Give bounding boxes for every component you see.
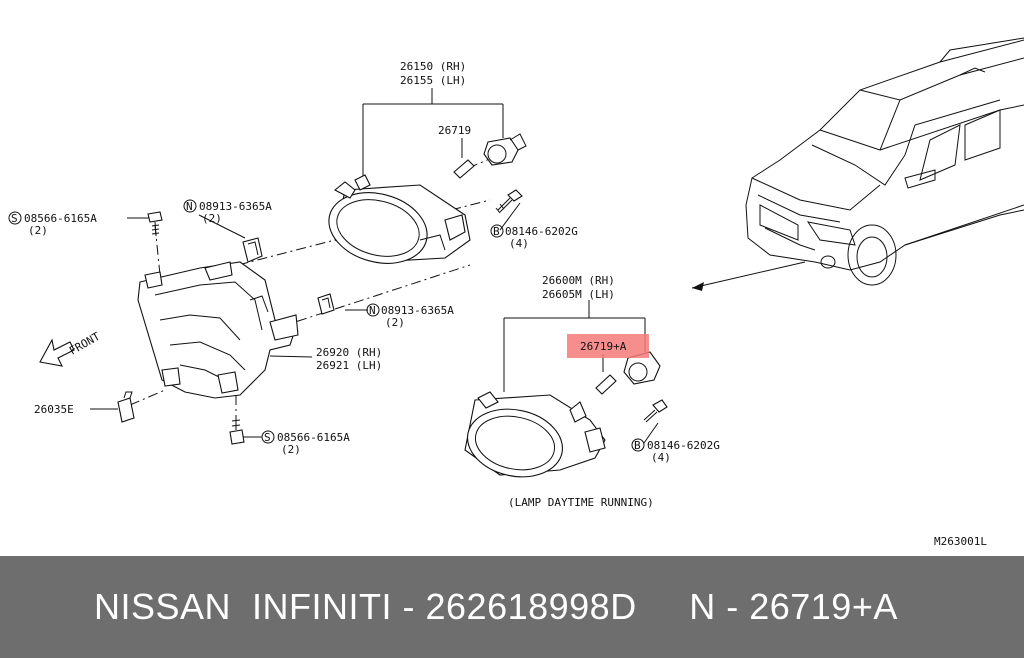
bracket: [137, 261, 299, 399]
badge-nut-lower: N: [366, 303, 380, 317]
svg-text:S: S: [264, 431, 271, 444]
location-arrowhead: [692, 282, 704, 291]
location-pointer-line: [691, 261, 806, 289]
svg-text:N: N: [186, 200, 193, 213]
label-clip: 26035E: [34, 403, 74, 416]
nut-lower: [317, 293, 335, 315]
badge-screw-upper: S: [8, 211, 22, 225]
bulb-upper: [453, 133, 527, 179]
fog-lamp-upper: [328, 174, 471, 264]
label-bolt-lower-qty: (4): [651, 451, 671, 464]
label-nut-lower: 08913-6365A: [381, 304, 454, 317]
label-bulb-lower: 26719+A: [580, 340, 627, 353]
label-bolt-upper-qty: (4): [509, 237, 529, 250]
label-bracket-lh: 26921 (LH): [316, 359, 382, 372]
bolt-upper: [495, 189, 523, 214]
svg-text:N: N: [369, 304, 376, 317]
label-fog-lamp-lh: 26155 (LH): [400, 74, 466, 87]
label-screw-lower: 08566-6165A: [277, 431, 350, 444]
label-nut-upper: 08913-6365A: [199, 200, 272, 213]
svg-text:B: B: [634, 439, 641, 452]
badge-nut-upper: N: [183, 199, 197, 213]
label-fog-lamp-rh: 26150 (RH): [400, 60, 466, 73]
leader-lines: [90, 88, 659, 444]
badge-bolt-lower: B: [631, 438, 645, 452]
label-bolt-lower: 08146-6202G: [647, 439, 720, 452]
parts-diagram-svg: FRONT S N B N S B 26150 (RH) 26155 (LH) …: [8, 37, 1024, 548]
svg-text:S: S: [11, 212, 18, 225]
screw-upper: [147, 211, 163, 237]
label-nut-lower-qty: (2): [385, 316, 405, 329]
vehicle-illustration: [745, 37, 1024, 286]
nut-upper: [242, 237, 263, 263]
badge-screw-lower: S: [261, 430, 275, 444]
label-bulb-upper: 26719: [438, 124, 471, 137]
screw-lower: [229, 415, 245, 445]
front-label: FRONT: [67, 330, 103, 358]
badge-bolt-upper: B: [490, 224, 504, 238]
label-screw-lower-qty: (2): [281, 443, 301, 456]
footer-bar: NISSAN INFINITI - 262618998D N - 26719+A: [0, 556, 1024, 658]
diagram-code: M263001L: [934, 535, 987, 548]
part-number-caption: NISSAN INFINITI - 262618998D N - 26719+A: [94, 586, 898, 627]
front-arrow: FRONT: [39, 330, 103, 367]
bulb-lower: [595, 351, 661, 395]
label-bolt-upper: 08146-6202G: [505, 225, 578, 238]
highlight-box: [567, 334, 649, 358]
svg-text:B: B: [493, 225, 500, 238]
label-nut-upper-qty: (2): [202, 212, 222, 225]
label-drl-lh: 26605M (LH): [542, 288, 615, 301]
clip: [117, 391, 135, 423]
label-screw-upper: 08566-6165A: [24, 212, 97, 225]
drl-caption: (LAMP DAYTIME RUNNING): [508, 496, 654, 509]
bolt-lower: [643, 399, 668, 423]
drl-lamp: [464, 391, 606, 478]
label-screw-upper-qty: (2): [28, 224, 48, 237]
label-bracket-rh: 26920 (RH): [316, 346, 382, 359]
parts-diagram: FRONT S N B N S B 26150 (RH) 26155 (LH) …: [8, 37, 1024, 548]
label-drl-rh: 26600M (RH): [542, 274, 615, 287]
